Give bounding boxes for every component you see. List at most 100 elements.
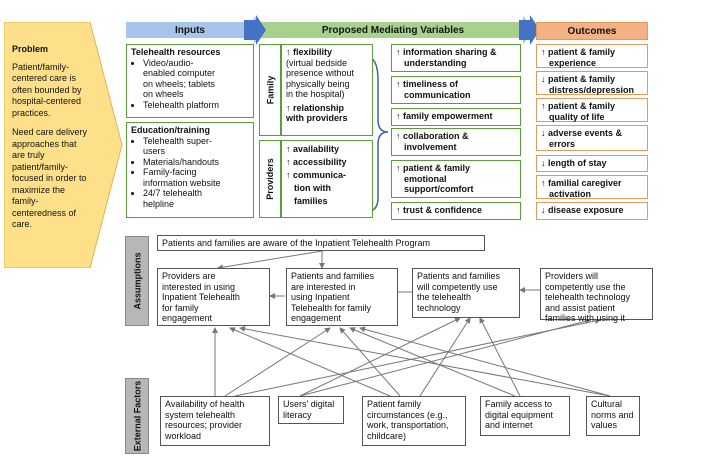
- problem-para-2: Need care delivery approaches that are t…: [12, 127, 98, 231]
- problem-line: focused in order to: [12, 173, 87, 183]
- problem-line: approaches that: [12, 138, 77, 149]
- problem-line: centeredness of: [12, 207, 77, 218]
- external-factors-label: External Factors: [132, 380, 142, 452]
- assumption-line: Inpatient Telehealth: [162, 292, 240, 302]
- outcome-line: ↑ patient & family: [541, 101, 616, 111]
- variable-line: involvement: [404, 141, 457, 152]
- assumption-awareness: Patients and families are aware of the I…: [157, 235, 485, 251]
- variable-line: ↑ availability: [286, 144, 340, 154]
- external-line: and internet: [485, 420, 533, 430]
- arrow-ext3-b: [339, 327, 401, 397]
- providers-label-box: Providers: [259, 140, 281, 218]
- input-item: Telehealth platform: [143, 100, 249, 111]
- outcome-line: quality of life: [549, 111, 605, 122]
- input-title: Education/training: [131, 125, 211, 135]
- outcome-line: ↑ familial caregiver: [541, 178, 622, 188]
- assumption-line: Providers are: [162, 271, 216, 281]
- external-line: Cultural: [591, 399, 623, 409]
- external-availability: Availability of health system telehealth…: [160, 396, 270, 446]
- family-label-box: Family: [259, 44, 281, 136]
- variable-trust: ↑ trust & confidence: [391, 202, 521, 220]
- assumption-line: Providers will: [545, 271, 599, 281]
- variable-collaboration: ↑ collaboration & involvement: [391, 128, 521, 156]
- external-line: system telehealth: [165, 409, 236, 420]
- input-line: on wheels; tablets: [143, 78, 216, 89]
- variable-line: physically being: [286, 78, 350, 89]
- blue-arrow-1: [244, 15, 266, 45]
- problem-line: hospital-centered: [12, 96, 82, 106]
- variable-line: communication: [404, 89, 471, 100]
- arrow-ext1-c: [234, 318, 601, 397]
- outcome-length-of-stay: ↓ length of stay: [536, 155, 648, 172]
- external-family-access: Family access to digital equipment and i…: [480, 396, 570, 436]
- assumption-line: engagement: [162, 313, 213, 323]
- arrow-ext5-a: [239, 325, 611, 397]
- assumption-patient-interest: Patients and families are interested in …: [286, 268, 398, 326]
- external-line: values: [591, 420, 618, 430]
- assumption-line: the telehealth: [417, 292, 472, 302]
- problem-line: patient/family-: [12, 161, 69, 172]
- outcome-distress: ↓ patient & family distress/depression: [536, 71, 648, 95]
- external-line: work, transportation,: [367, 420, 449, 430]
- assumption-line: will competently use: [417, 281, 498, 292]
- assumption-line: and assist patient: [545, 302, 616, 313]
- external-family-circumstances: Patient family circumstances (e.g., work…: [362, 396, 466, 446]
- assumption-line: competently use the: [545, 281, 626, 292]
- arrow-ext3-c: [419, 317, 471, 397]
- variable-line: ↑ trust & confidence: [396, 205, 483, 215]
- outcome-line: experience: [549, 57, 597, 68]
- arrow-ext2-a: [299, 317, 461, 397]
- external-cultural-norms: Cultural norms and values: [586, 396, 640, 436]
- external-line: literacy: [283, 409, 312, 420]
- assumption-line: using Inpatient: [291, 292, 350, 302]
- assumption-provider-competence: Providers will competently use the teleh…: [540, 268, 653, 323]
- inputs-header: Inputs: [175, 24, 205, 36]
- external-line: Family access to: [485, 399, 553, 409]
- input-education-training: Education/training Telehealth super- use…: [126, 122, 254, 218]
- variable-line: families: [294, 196, 328, 206]
- input-line: Materials/handouts: [143, 156, 220, 167]
- outcome-line: ↓ length of stay: [541, 158, 607, 168]
- family-label: Family: [265, 75, 276, 105]
- input-item: Video/audio- enabled computer on wheels;…: [143, 58, 249, 100]
- problem-line: care.: [12, 219, 33, 229]
- problem-line: centered care is: [12, 73, 77, 83]
- assumption-line: technology: [417, 302, 461, 313]
- providers-label: Providers: [265, 158, 275, 200]
- outcome-line: ↑ patient & family: [541, 47, 616, 57]
- assumption-line: telehealth technology: [545, 292, 631, 302]
- assumption-line: Patients and families are aware of the I…: [162, 238, 430, 248]
- assumption-line: for family: [162, 302, 199, 313]
- outcome-line: ↓ adverse events &: [541, 128, 623, 138]
- problem-line: practices.: [12, 107, 51, 118]
- problem-title: Problem: [12, 44, 49, 54]
- input-item: Family-facing information website: [143, 167, 249, 188]
- input-line: helpline: [143, 198, 175, 209]
- input-line: Telehealth super-: [143, 135, 213, 146]
- provider-variables: ↑ availability ↑ accessibility ↑ communi…: [281, 140, 373, 218]
- problem-line: often bounded by: [12, 84, 82, 95]
- input-line: Telehealth platform: [143, 99, 220, 110]
- variable-line: ↑ patient & family: [396, 163, 471, 173]
- family-flexibility-note: (virtual bedside presence without physic…: [286, 58, 368, 100]
- variable-line: ↑ timeliness of: [396, 79, 459, 89]
- input-line: on wheels: [143, 89, 184, 99]
- assumption-line: Patients and families: [417, 271, 501, 281]
- assumption-line: Patients and families: [291, 271, 375, 281]
- assumption-line: engagement: [291, 313, 342, 323]
- problem-arrow-shape: [4, 22, 123, 268]
- variable-line: ↑ communica-: [286, 170, 347, 180]
- input-title: Telehealth resources: [131, 47, 221, 57]
- external-factors-label-box: External Factors: [125, 378, 149, 454]
- problem-line: are truly: [12, 150, 45, 160]
- external-digital-literacy: Users' digital literacy: [278, 396, 344, 424]
- arrow-ext4-a: [349, 327, 516, 397]
- outcome-line: distress/depression: [549, 84, 635, 95]
- variable-line: understanding: [404, 57, 467, 68]
- family-variables: ↑ flexibility (virtual bedside presence …: [281, 44, 373, 136]
- input-item: Telehealth super- users: [143, 136, 249, 157]
- variable-line: emotional: [404, 173, 447, 184]
- problem-line: maximize the: [12, 184, 66, 195]
- mediating-header-arrow: [258, 16, 535, 44]
